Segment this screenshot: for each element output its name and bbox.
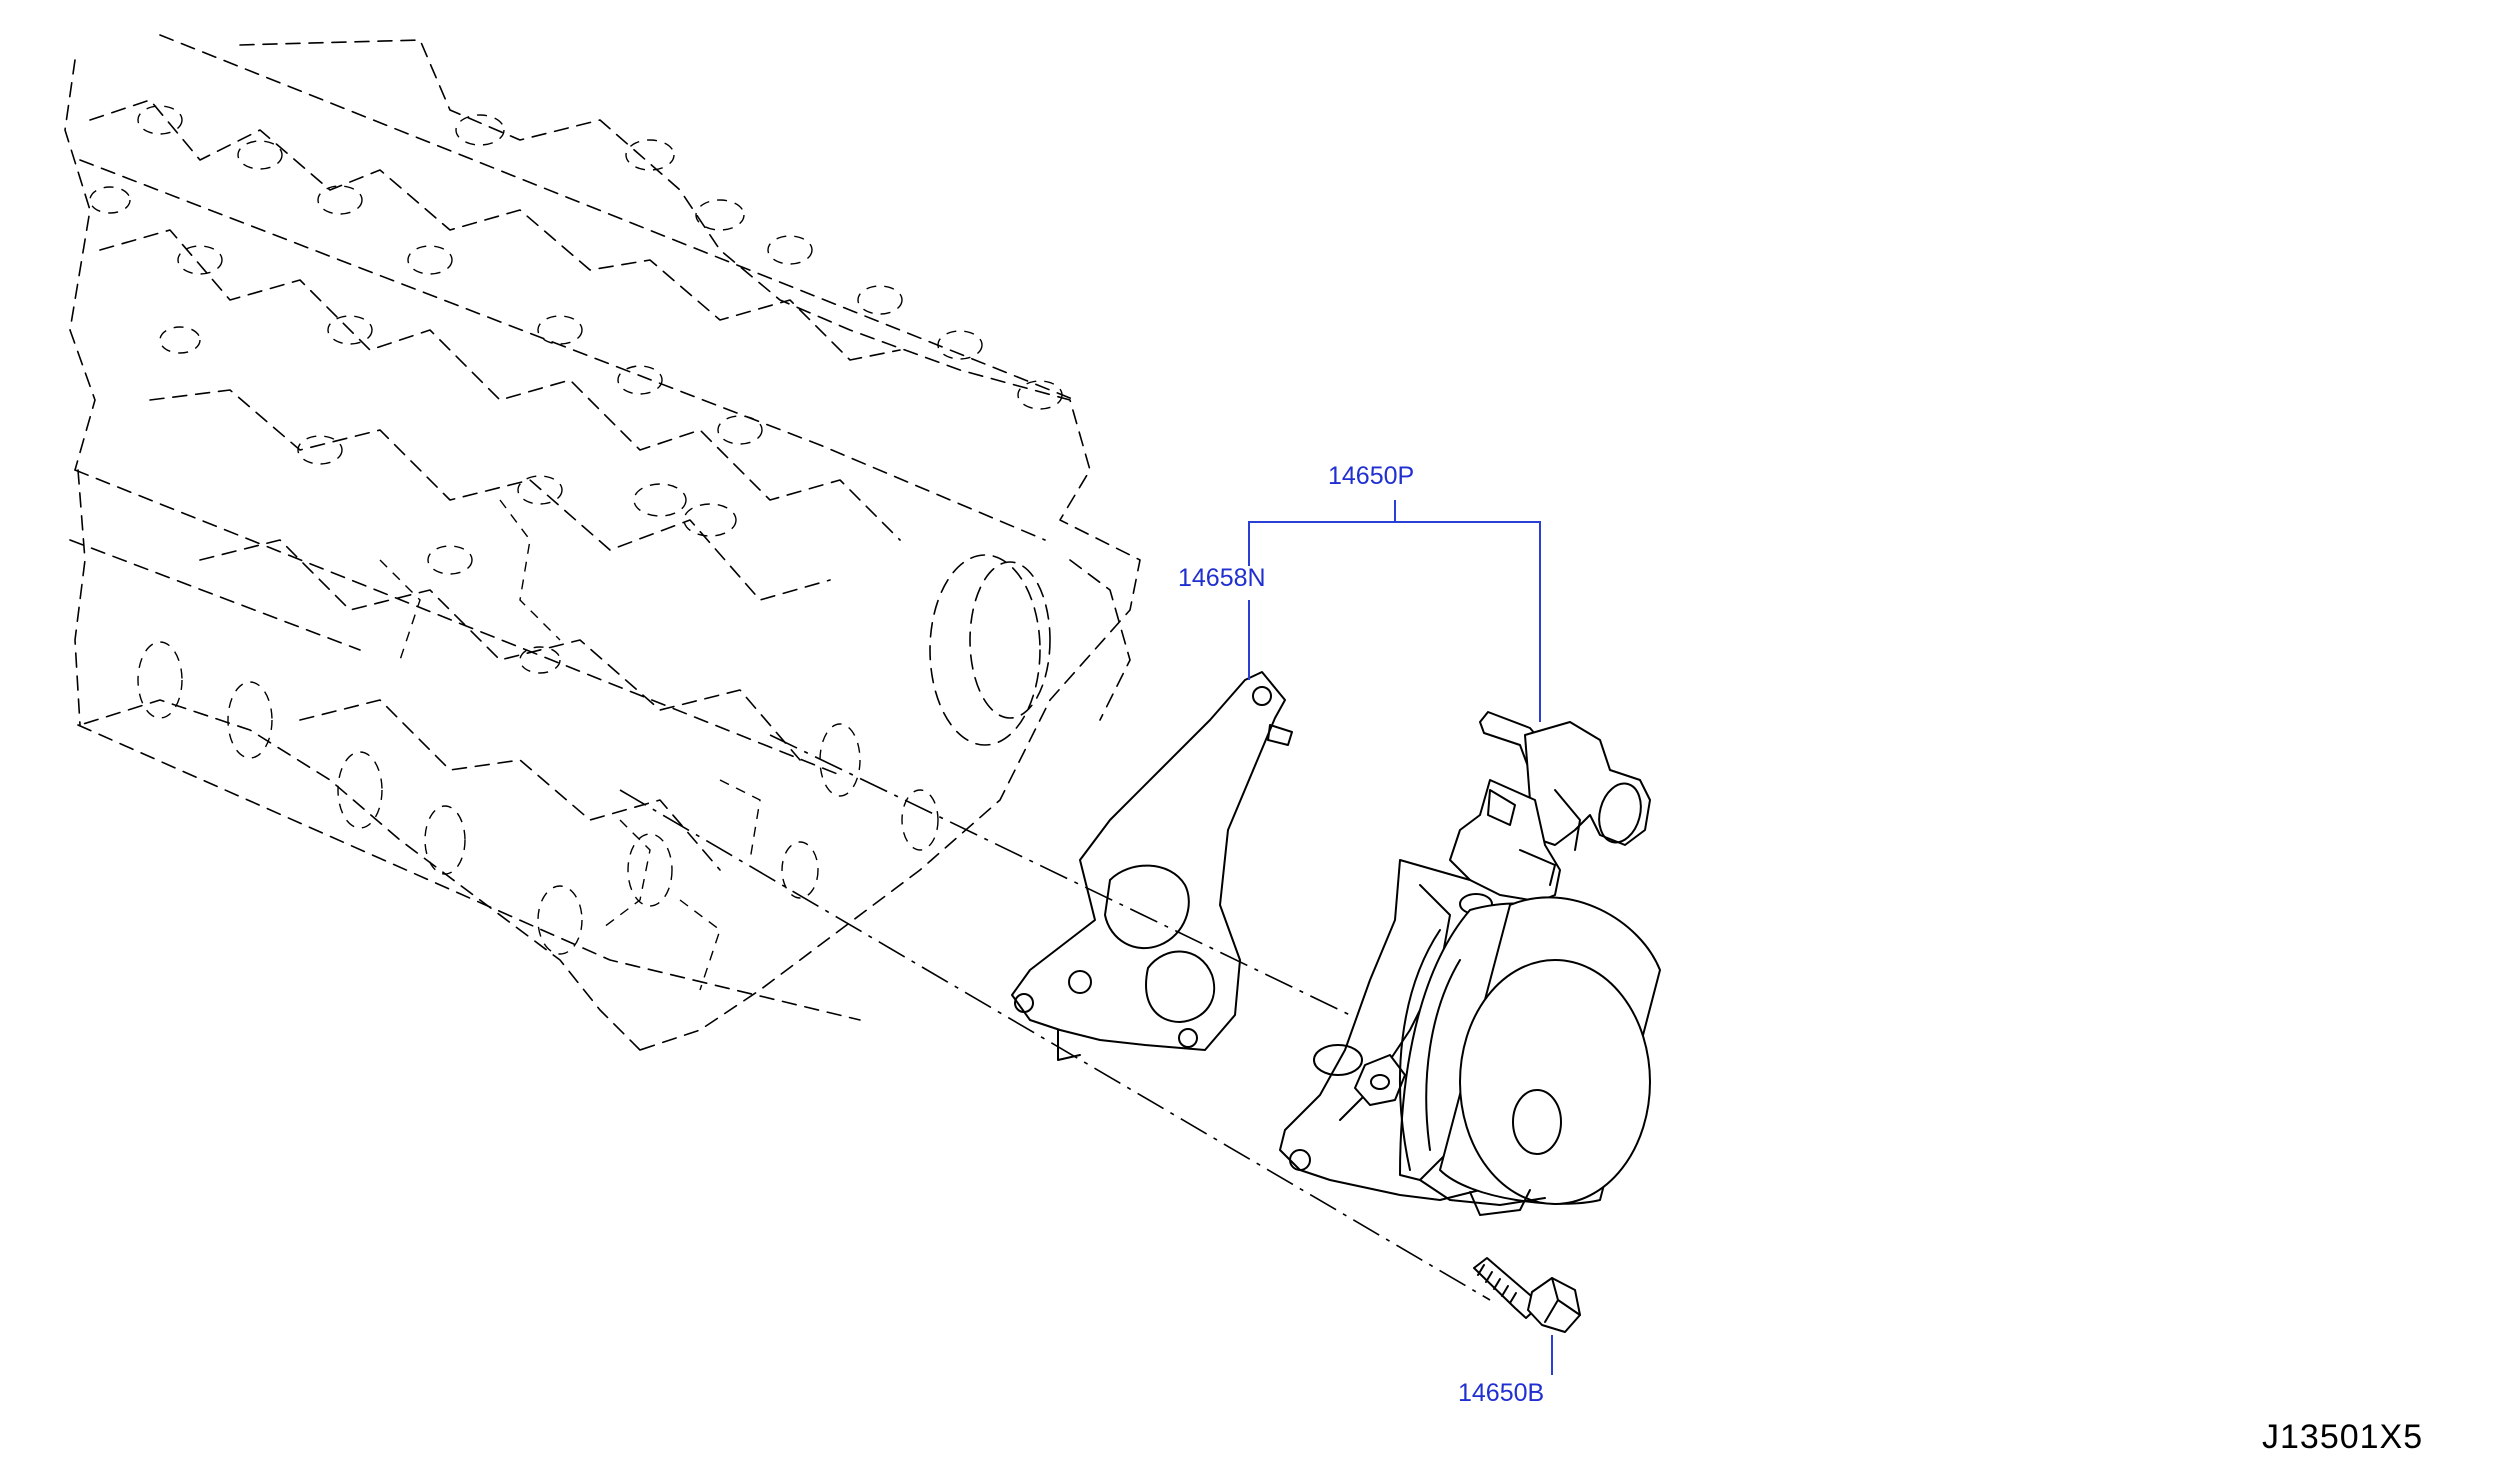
- diagram-reference-code: J13501X5: [2262, 1418, 2424, 1456]
- callout-14650P: 14650P: [1328, 462, 1414, 490]
- assembly-centerlines: [619, 734, 1491, 1301]
- vacuum-pump-body: [1279, 711, 1661, 1216]
- engine-block-ghost: [64, 34, 1141, 1051]
- callout-14650B: 14650B: [1458, 1379, 1544, 1407]
- callout-leaders: [1248, 500, 1553, 1375]
- callout-14658N: 14658N: [1178, 564, 1266, 592]
- vacuum-pump-bolt: [1473, 1257, 1581, 1333]
- vacuum-pump-gasket: [1011, 671, 1293, 1061]
- leader-14650P-bracket: [1248, 521, 1541, 722]
